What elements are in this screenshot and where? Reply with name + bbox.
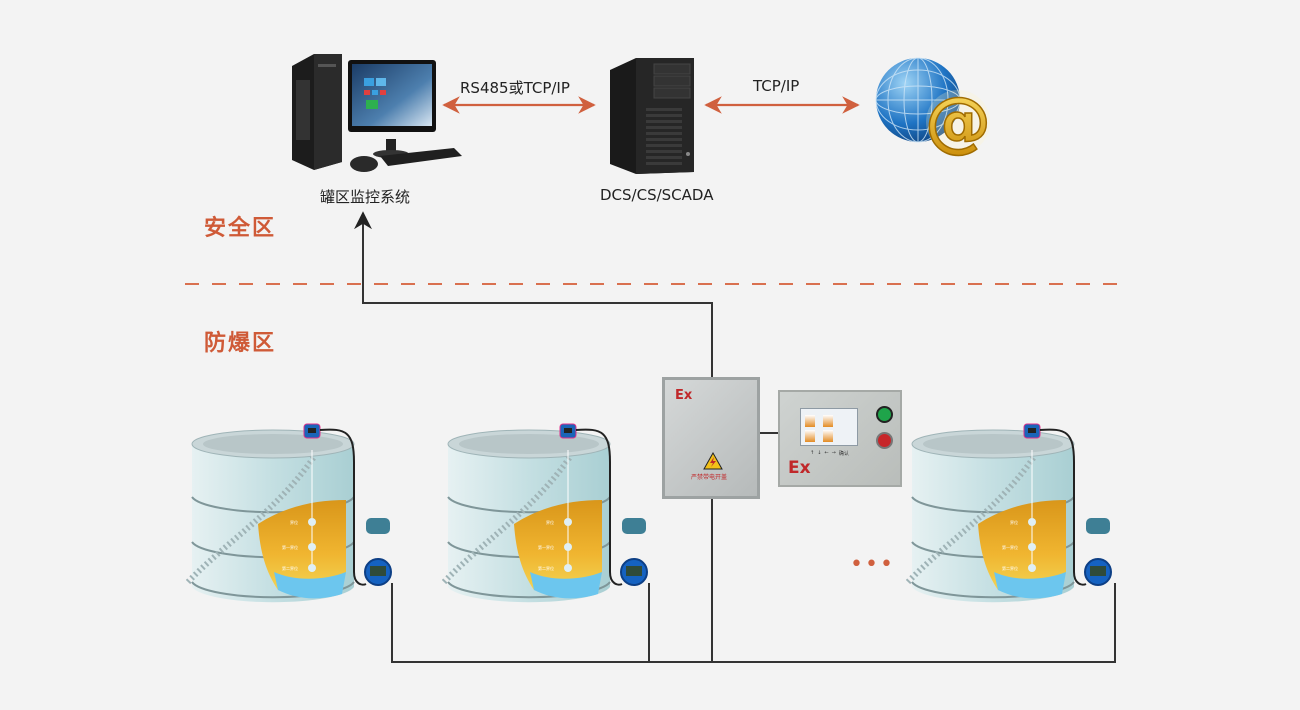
tank-illustration: 界位 第一界位 第二界位 bbox=[905, 423, 1112, 603]
level-gauge-2 bbox=[823, 415, 833, 427]
control-panel-ex-mark: Ex bbox=[788, 458, 811, 478]
desktop-computer-icon bbox=[292, 54, 462, 172]
level-label-first: 第一界位 bbox=[282, 544, 298, 550]
level-gauge-1 bbox=[805, 415, 815, 427]
emergency-stop-button[interactable] bbox=[876, 432, 893, 449]
key-up[interactable]: ↑ bbox=[810, 450, 815, 456]
junction-box-ex-mark: Ex bbox=[675, 388, 693, 403]
control-panel-display bbox=[800, 408, 858, 446]
explosion-proof-control-panel[interactable]: Ex ↑ ↓ ← → 确认 bbox=[778, 390, 902, 487]
panel-keypad: ↑ ↓ ← → 确认 bbox=[810, 450, 849, 457]
storage-tank[interactable]: 界位 第一界位 第二界位 bbox=[185, 422, 398, 614]
globe-email-icon: @ bbox=[875, 57, 992, 161]
internet-globe[interactable]: @ bbox=[872, 56, 996, 161]
link-label-pc-dcs: RS485或TCP/IP bbox=[460, 79, 570, 97]
key-right[interactable]: → bbox=[831, 450, 836, 456]
field-bus-wire bbox=[391, 583, 1116, 663]
level-label-first: 第一界位 bbox=[538, 544, 554, 550]
link-label-dcs-internet: TCP/IP bbox=[753, 77, 800, 95]
dcs-server[interactable] bbox=[606, 54, 698, 176]
level-label-interface: 界位 bbox=[290, 519, 298, 525]
level-label-second: 第二界位 bbox=[538, 565, 554, 571]
level-label-first: 第一界位 bbox=[1002, 544, 1018, 550]
level-gauge-3 bbox=[805, 430, 815, 442]
uplink-wire bbox=[354, 211, 713, 378]
key-left[interactable]: ← bbox=[824, 450, 829, 456]
tank-illustration: 界位 第一界位 第二界位 bbox=[441, 423, 648, 603]
level-label-interface: 界位 bbox=[1010, 519, 1018, 525]
key-confirm[interactable]: 确认 bbox=[838, 451, 849, 457]
power-button-green[interactable] bbox=[876, 406, 893, 423]
more-tanks-ellipsis: ••• bbox=[850, 552, 895, 577]
server-tower-icon bbox=[610, 58, 694, 174]
storage-tank[interactable]: 界位 第一界位 第二界位 bbox=[441, 422, 654, 614]
key-down[interactable]: ↓ bbox=[817, 450, 822, 456]
svg-text:@: @ bbox=[925, 83, 991, 160]
level-gauge-4 bbox=[823, 430, 833, 442]
monitoring-pc[interactable] bbox=[284, 44, 464, 178]
zone-label-safe: 安全区 bbox=[204, 216, 277, 241]
storage-tank[interactable]: 界位 第一界位 第二界位 bbox=[905, 422, 1118, 614]
explosion-proof-junction-box[interactable]: Ex 严禁带电开盖 bbox=[662, 377, 760, 499]
junction-box-warning-text: 严禁带电开盖 bbox=[691, 474, 728, 481]
dcs-server-label: DCS/CS/SCADA bbox=[600, 186, 714, 204]
monitoring-pc-label: 罐区监控系统 bbox=[320, 188, 411, 206]
zone-label-explosion-proof: 防爆区 bbox=[204, 331, 277, 356]
tank-illustration: 界位 第一界位 第二界位 bbox=[185, 423, 392, 603]
level-label-second: 第二界位 bbox=[1002, 565, 1018, 571]
high-voltage-warning-icon bbox=[703, 452, 723, 470]
level-label-interface: 界位 bbox=[546, 519, 554, 525]
level-label-second: 第二界位 bbox=[282, 565, 298, 571]
